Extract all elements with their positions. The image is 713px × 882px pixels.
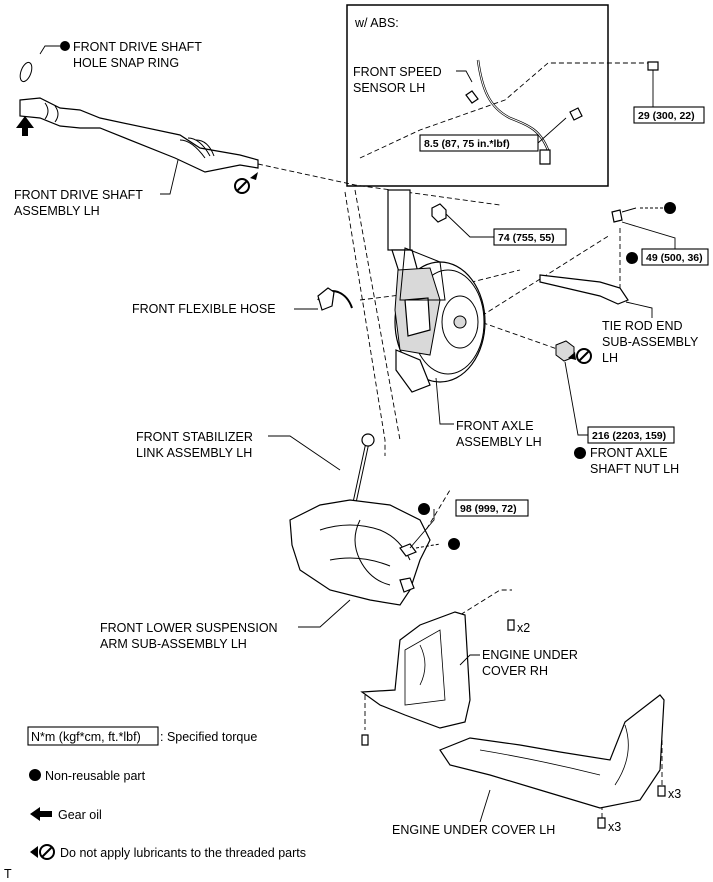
torque-sensor-text: 8.5 (87, 75 in.*lbf) <box>424 138 510 150</box>
stabilizer-label-1: FRONT STABILIZER <box>136 430 253 444</box>
under-cover-lh-label: ENGINE UNDER COVER LH <box>392 823 555 837</box>
speed-sensor-label-2: SENSOR LH <box>353 81 425 95</box>
legend-torque-box <box>27 726 159 746</box>
axle-nut-group: 216 (2203, 159) FRONT AXLE SHAFT NUT LH <box>555 340 679 476</box>
lh-bolt-icon-lower <box>597 817 606 829</box>
tie-rod-label-3: LH <box>602 351 618 365</box>
footer-mark: T <box>4 867 12 881</box>
strut-group: 74 (755, 55) <box>387 189 567 276</box>
abs-inset-frame <box>346 4 609 187</box>
snap-ring <box>19 61 33 83</box>
legend-gear-oil-icon <box>30 807 52 821</box>
engine-under-cover-lh <box>439 694 665 809</box>
gear-oil-arrow-icon <box>16 116 34 136</box>
rh-lower-bolt-icon <box>361 734 369 746</box>
lower-arm-group: 98 (999, 72) FRONT LOWER SUSPENSION ARM … <box>100 499 529 651</box>
torque-98-text: 98 (999, 72) <box>460 503 517 515</box>
speed-sensor-head <box>539 149 551 165</box>
dash-left-vertical-2 <box>354 189 401 441</box>
engine-under-cover-rh <box>360 611 471 729</box>
tie-rod-label-1: TIE ROD END <box>602 319 683 333</box>
under-cover-rh-label-2: COVER RH <box>482 664 548 678</box>
speed-sensor-label-1: FRONT SPEED <box>353 65 442 79</box>
front-drive-shaft <box>19 97 259 173</box>
sensor-bracket <box>465 90 479 104</box>
snap-ring-label-2: HOLE SNAP RING <box>73 56 179 70</box>
non-reusable-mark-tie-rod <box>664 202 676 214</box>
non-reusable-mark-49 <box>626 252 638 264</box>
dash-left-vertical <box>344 191 386 456</box>
bracket-bolt-icon <box>647 61 659 71</box>
lower-arm-label-1: FRONT LOWER SUSPENSION <box>100 621 278 635</box>
legend: N*m (kgf*cm, ft.*lbf) : Specified torque… <box>4 726 306 881</box>
lh-bolt-icon-upper <box>657 785 666 797</box>
torque-box-98 <box>455 499 529 517</box>
strut-bolt-nut-icon <box>431 203 447 223</box>
non-reusable-mark-ball-joint <box>448 538 460 550</box>
lower-arm-label-2: ARM SUB-ASSEMBLY LH <box>100 637 247 651</box>
torque-74-text: 74 (755, 55) <box>498 232 555 244</box>
front-lower-suspension-arm <box>289 499 431 606</box>
dash-axle-nut <box>474 319 561 351</box>
legend-torque-box-text: N*m (kgf*cm, ft.*lbf) <box>31 730 141 744</box>
outer-bolt-group: 29 (300, 22) <box>633 61 705 124</box>
rh-bolt-icon <box>507 619 515 631</box>
rh-bolt-count: x2 <box>517 621 530 635</box>
legend-non-reusable-icon <box>29 769 41 781</box>
non-reusable-mark-98 <box>418 503 430 515</box>
drive-shaft-group: FRONT DRIVE SHAFT HOLE SNAP RING FRONT D… <box>14 40 259 218</box>
legend-no-lube-text: Do not apply lubricants to the threaded … <box>60 846 306 860</box>
torque-29-text: 29 (300, 22) <box>638 110 695 122</box>
torque-216-text: 216 (2203, 159) <box>592 430 666 442</box>
sensor-bolt <box>569 107 583 121</box>
flexible-hose-label: FRONT FLEXIBLE HOSE <box>132 302 276 316</box>
front-axle-assembly: FRONT AXLE ASSEMBLY LH <box>394 247 542 449</box>
legend-no-lube-icon <box>39 844 55 860</box>
under-cover-lh-group: x3 x3 ENGINE UNDER COVER LH <box>392 694 681 837</box>
legend-non-reusable-text: Non-reusable part <box>45 769 146 783</box>
steering-knuckle <box>395 349 431 393</box>
no-lube-icon <box>234 178 250 194</box>
no-lube-icon-axle <box>576 348 592 364</box>
stabilizer-label-2: LINK ASSEMBLY LH <box>136 446 252 460</box>
under-cover-rh-label-1: ENGINE UNDER <box>482 648 578 662</box>
drive-shaft-label-2: ASSEMBLY LH <box>14 204 100 218</box>
legend-no-lube-arrow-icon <box>30 846 38 858</box>
flexible-hose-group: FRONT FLEXIBLE HOSE <box>132 287 353 316</box>
tie-rod-group: 49 (500, 36) TIE ROD END SUB-ASSEMBLY LH <box>539 202 709 365</box>
lh-bolt-count-upper: x3 <box>668 787 681 801</box>
snap-ring-label-1: FRONT DRIVE SHAFT <box>73 40 202 54</box>
axle-nut-label-1: FRONT AXLE <box>590 446 668 460</box>
abs-inset-title: w/ ABS: <box>354 16 399 30</box>
dash-tie-rod <box>474 234 611 321</box>
non-reusable-mark <box>60 41 70 51</box>
under-cover-rh-group: x2 ENGINE UNDER COVER RH <box>360 611 578 746</box>
legend-gear-oil-text: Gear oil <box>58 808 102 822</box>
abs-inset: w/ ABS: FRONT SPEED SENSOR LH 8.5 (87, 7… <box>346 4 651 187</box>
ball-joint-bolt-icon <box>399 577 415 593</box>
speed-sensor-leader <box>456 70 473 83</box>
axle-assembly-label-1: FRONT AXLE <box>456 419 534 433</box>
tie-rod-end <box>539 274 629 305</box>
axle-assembly-label-2: ASSEMBLY LH <box>456 435 542 449</box>
tie-rod-label-2: SUB-ASSEMBLY <box>602 335 699 349</box>
axle-nut-label-2: SHAFT NUT LH <box>590 462 679 476</box>
drive-shaft-label-1: FRONT DRIVE SHAFT <box>14 188 143 202</box>
dash-shaft-to-hub <box>257 163 501 206</box>
lh-bolt-count-lower: x3 <box>608 820 621 834</box>
strut-tube <box>387 189 411 251</box>
torque-49-text: 49 (500, 36) <box>646 252 703 264</box>
tie-rod-nut-icon <box>611 209 623 223</box>
non-reusable-mark-axle-nut <box>574 447 586 459</box>
legend-torque-text: : Specified torque <box>160 730 257 744</box>
torque-box-29 <box>633 106 705 124</box>
